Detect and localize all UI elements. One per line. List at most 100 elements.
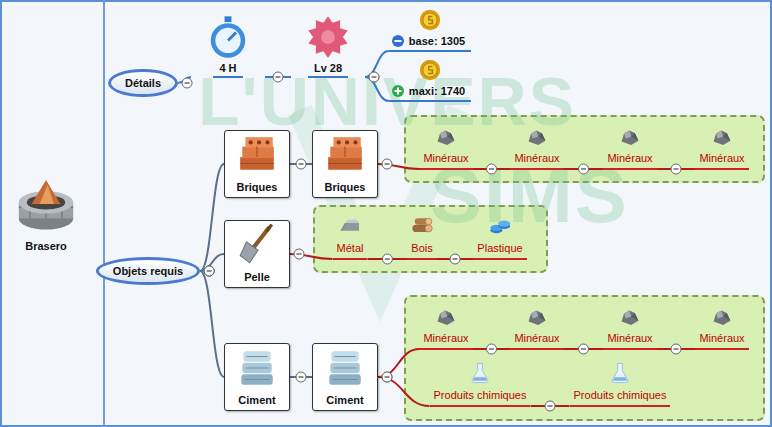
underline-row: Minéraux (510, 328, 563, 350)
sign-badge (391, 84, 405, 98)
toggle-minus (385, 258, 390, 259)
resource-item: Produits chimiques (570, 361, 671, 407)
collapse-toggle (382, 254, 392, 264)
resource-icon (434, 304, 458, 328)
node-label: Produits chimiques (574, 389, 667, 401)
toggle-minus (207, 270, 212, 271)
node-label: Bois (411, 242, 432, 254)
resource-item: Minéraux (419, 124, 472, 170)
resource-item: Minéraux (419, 304, 472, 350)
node-label: Détails (125, 77, 161, 89)
node-label: Minéraux (423, 332, 468, 344)
resource-icon (618, 124, 642, 148)
collapse-toggle (369, 72, 379, 82)
node-label: Briques (237, 181, 278, 193)
toggle-circle (296, 372, 306, 382)
duration-stat: 4 H (191, 14, 265, 78)
collapse-toggle (487, 164, 497, 174)
collapse-toggle (182, 78, 192, 88)
underline-row: Métal (333, 238, 368, 260)
node-label: base: 1305 (409, 35, 465, 47)
resource-item: Plastique (473, 214, 526, 260)
toggle-minus (385, 163, 390, 164)
resource-item: Bois (407, 214, 436, 260)
underline-row: Minéraux (695, 148, 748, 170)
resource-icon (525, 124, 549, 148)
underline-row: Minéraux (695, 328, 748, 350)
section-oval: Objets requis (96, 257, 200, 285)
node-label: Métal (337, 242, 364, 254)
node-label: Plastique (477, 242, 522, 254)
node-label: Minéraux (514, 152, 559, 164)
root-item: Brasero (14, 172, 78, 252)
brasero-icon (14, 172, 78, 236)
underline-row: Minéraux (419, 328, 472, 350)
toggle-circle (382, 159, 392, 169)
coin-icon (418, 58, 442, 82)
collapse-toggle (204, 266, 214, 276)
toggle-circle (450, 254, 460, 264)
toggle-circle (382, 254, 392, 264)
connector (200, 164, 224, 271)
object-icon (324, 134, 366, 176)
collapse-toggle (294, 249, 304, 259)
collapse-toggle (579, 164, 589, 174)
node-label: Brasero (25, 240, 67, 252)
node-label: Lv 28 (314, 62, 342, 74)
toggle-circle (487, 164, 497, 174)
toggle-circle (671, 164, 681, 174)
toggle-circle (294, 249, 304, 259)
underline-row: Lv 28 (308, 60, 348, 78)
collapse-toggle (671, 164, 681, 174)
toggle-minus (299, 376, 304, 377)
resource-icon (410, 214, 434, 238)
node-label: Pelle (244, 271, 270, 283)
underline-row: 4 H (213, 60, 242, 78)
underline-row: Produits chimiques (570, 385, 671, 407)
collapse-toggle (369, 72, 379, 82)
coin-icon (418, 8, 442, 32)
resource-icon (710, 304, 734, 328)
node-label: Ciment (238, 394, 275, 406)
resource-item: Minéraux (603, 304, 656, 350)
collapse-toggle (545, 401, 555, 411)
underline-row: Plastique (473, 238, 526, 260)
toggle-circle (204, 266, 214, 276)
toggle-circle (579, 344, 589, 354)
resource-icon (525, 304, 549, 328)
toggle-minus (581, 168, 586, 169)
toggle-circle (671, 344, 681, 354)
collapse-toggle (579, 344, 589, 354)
toggle-minus (581, 348, 586, 349)
node-label: Objets requis (113, 265, 183, 277)
toggle-minus (372, 76, 377, 77)
object-box: Briques (224, 130, 290, 198)
price-stat: base: 1305 (389, 8, 471, 52)
collapse-toggle (382, 372, 392, 382)
resource-icon (618, 304, 642, 328)
price-stat: maxi: 1740 (389, 58, 471, 102)
level-stat: Lv 28 (291, 14, 365, 78)
toggle-minus (489, 168, 494, 169)
toggle-circle (182, 78, 192, 88)
toggle-circle (487, 344, 497, 354)
collapse-toggle (487, 344, 497, 354)
resource-item: Minéraux (695, 124, 748, 170)
object-icon (236, 347, 278, 389)
section-oval: Détails (108, 69, 178, 97)
toggle-minus (297, 253, 302, 254)
toggle-circle (382, 372, 392, 382)
resource-item: Minéraux (695, 304, 748, 350)
underline-row: Minéraux (510, 148, 563, 170)
toggle-minus (207, 270, 212, 271)
underline-row: Minéraux (603, 328, 656, 350)
toggle-minus (207, 270, 212, 271)
toggle-minus (674, 348, 679, 349)
object-box: Ciment (312, 343, 378, 411)
underline-row: maxi: 1740 (389, 82, 471, 102)
toggle-circle (545, 401, 555, 411)
resource-panel (404, 295, 765, 421)
collapse-toggle (296, 372, 306, 382)
toggle-circle (273, 72, 283, 82)
stat-icon (205, 14, 251, 60)
